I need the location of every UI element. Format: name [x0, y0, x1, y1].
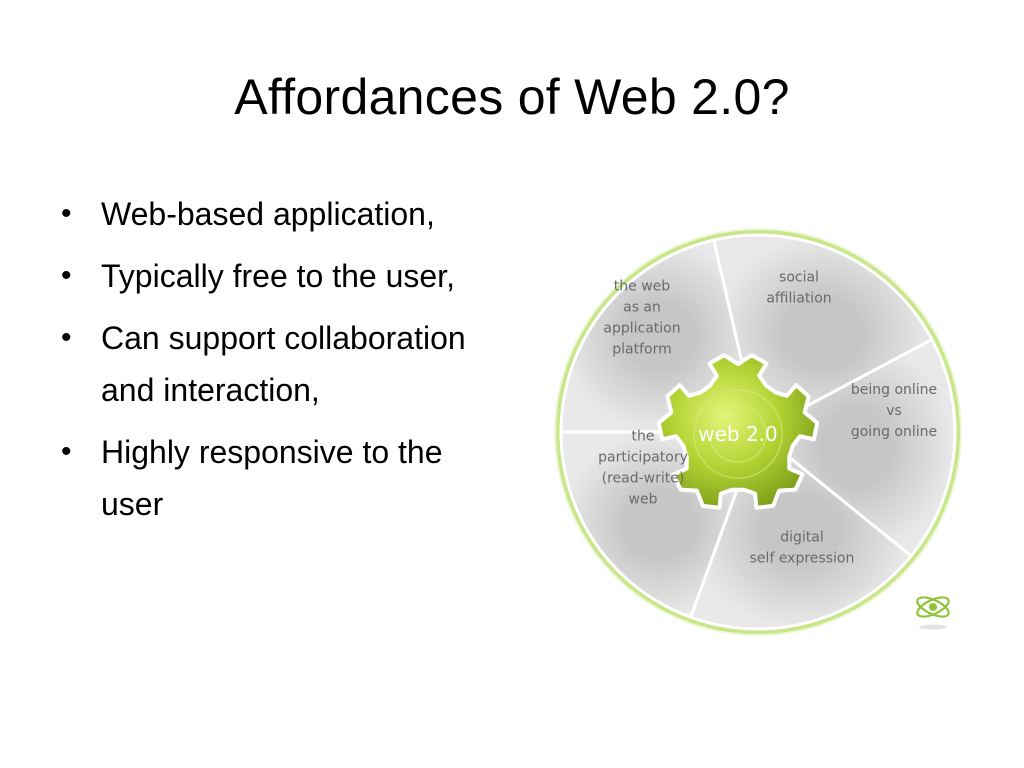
globe-ring [693, 389, 783, 479]
bullet-text: Web-based application, [101, 196, 435, 232]
bullet-text: Typically free to the user, [101, 258, 455, 294]
bullet-dot-icon: • [61, 321, 72, 354]
hub-layer: web 2.0 [656, 353, 820, 510]
atom-logo-icon [916, 596, 950, 630]
bullet-list: • Web-based application, • Typically fre… [58, 188, 478, 540]
bullet-text: Highly responsive to the user [101, 434, 443, 522]
bullet-dot-icon: • [61, 259, 72, 292]
globe-ring [709, 405, 767, 463]
diagram-segment [755, 337, 957, 559]
slide-title: Affordances of Web 2.0? [234, 69, 790, 125]
diagram-rim [556, 230, 960, 634]
bullet-item: • Can support collaboration and interact… [58, 312, 478, 416]
diagram-segment [711, 233, 934, 435]
bullet-item: • Typically free to the user, [58, 250, 478, 302]
bullet-text: Can support collaboration and interactio… [101, 320, 466, 408]
hub-label: web 2.0 [698, 422, 778, 446]
bullet-dot-icon: • [61, 197, 72, 230]
bullet-item: • Web-based application, [58, 188, 478, 240]
bullet-item: • Highly responsive to the user [58, 426, 478, 530]
bullet-dot-icon: • [61, 435, 72, 468]
web20-hub-gear [656, 353, 820, 510]
